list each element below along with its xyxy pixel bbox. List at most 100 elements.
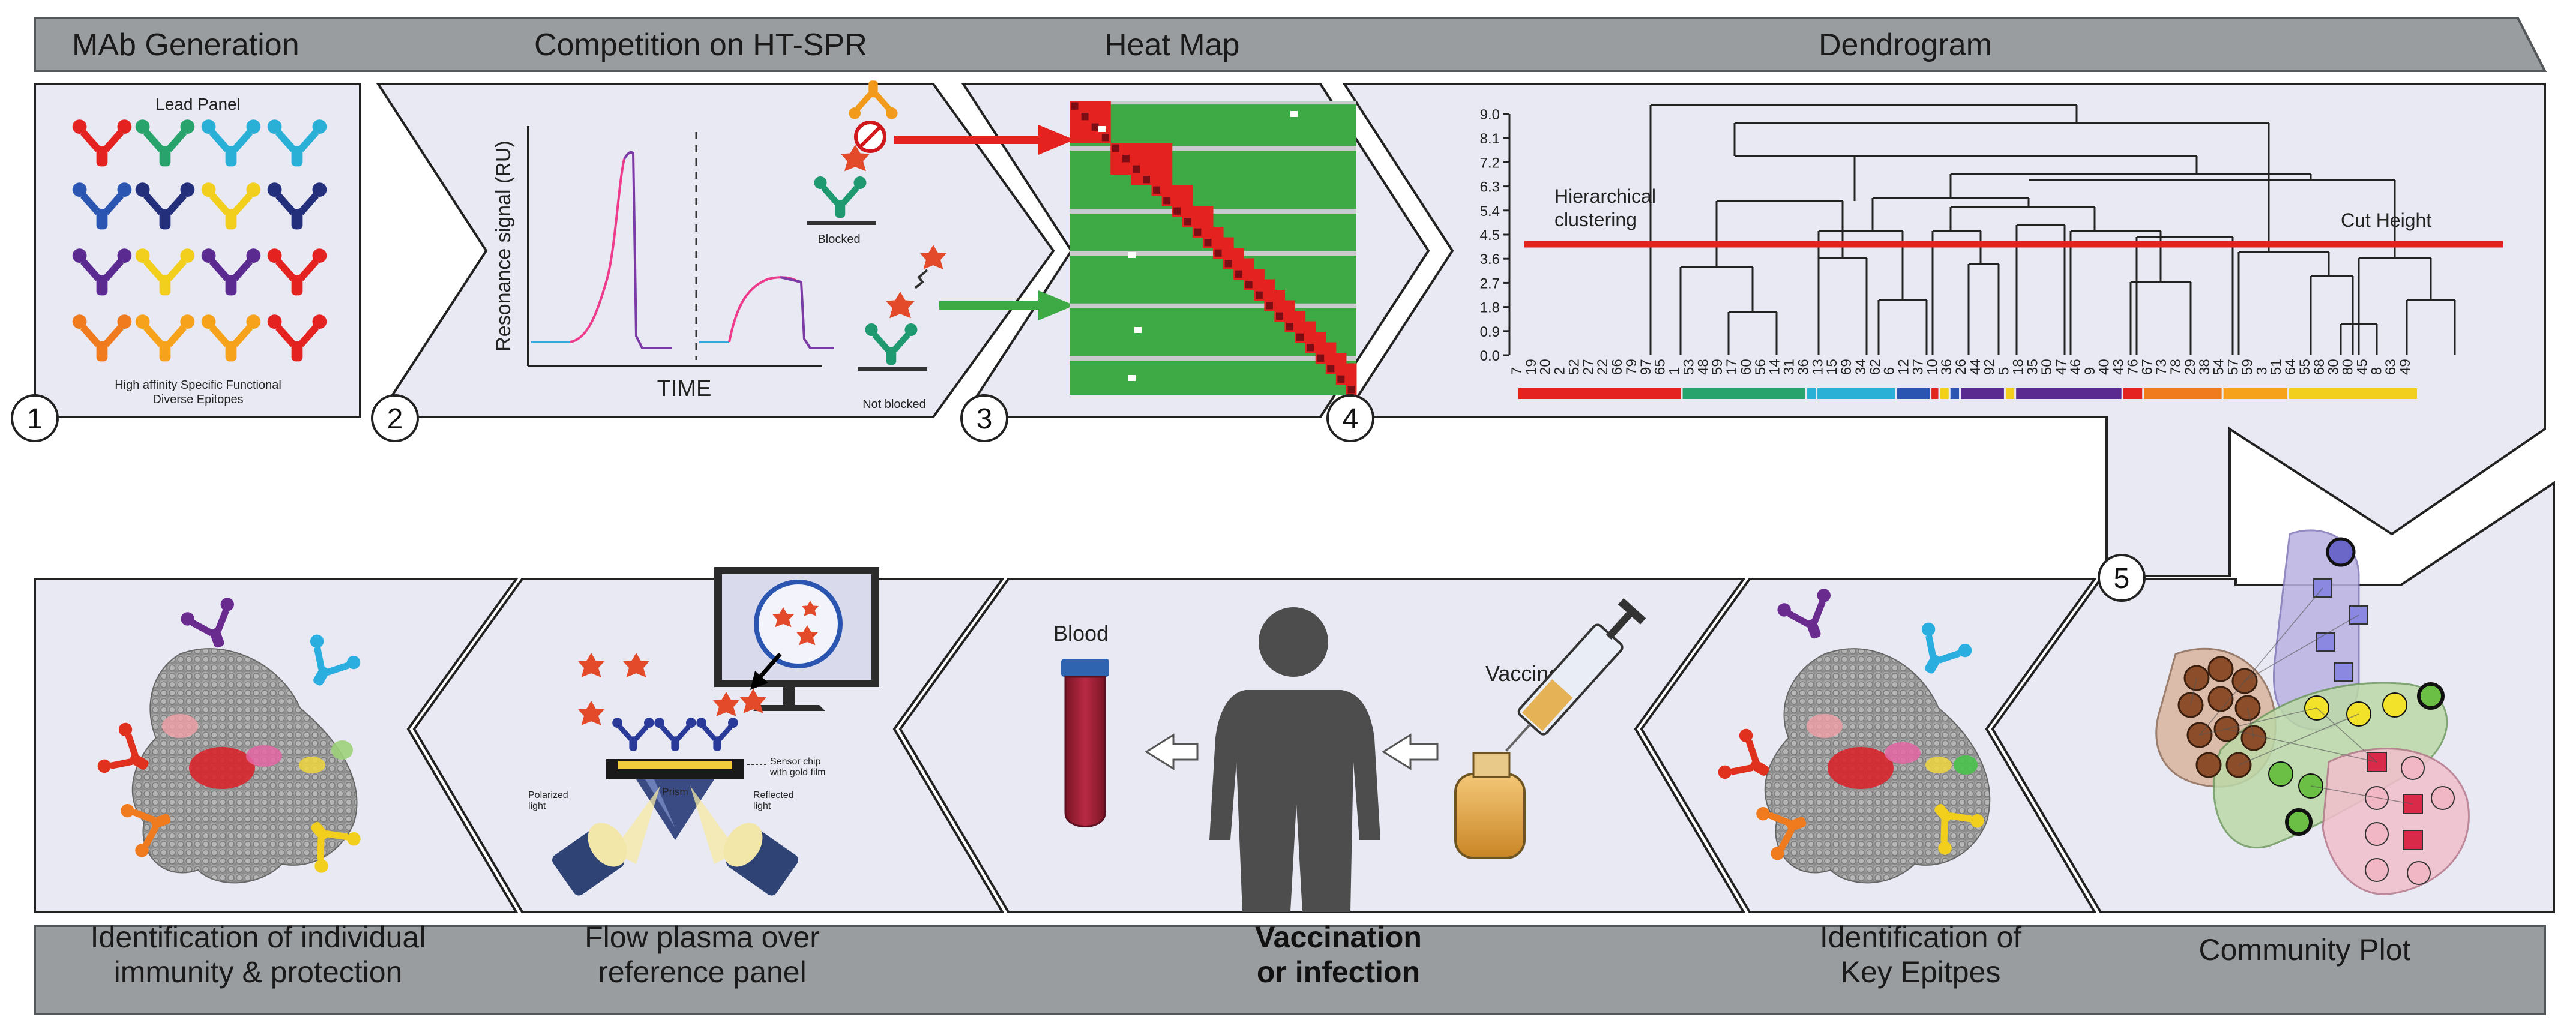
heat-map-cell — [1070, 111, 1080, 122]
heat-map-cell — [1274, 300, 1285, 311]
heat-map-cell — [1202, 206, 1214, 217]
heat-map-cell — [1346, 374, 1357, 385]
mab-caption-line1: High affinity Specific Functional — [115, 379, 281, 392]
header-dendrogram: Dendrogram — [1819, 28, 1992, 62]
step-circle-1 — [11, 394, 59, 442]
step-number-3: 3 — [977, 403, 993, 435]
lead-panel-title: Lead Panel — [155, 95, 241, 113]
dendrogram-leaf-label: 49 — [2397, 359, 2413, 375]
dendrogram-leaf-label: 31 — [1781, 359, 1798, 375]
dendrogram-leaf-label: 67 — [2139, 359, 2155, 375]
cluster-segment-blue — [1897, 388, 1930, 399]
heat-map-white-cell — [1290, 111, 1298, 117]
step-number-4: 4 — [1343, 403, 1359, 435]
dendrogram-leaf-label: 14 — [1767, 359, 1783, 375]
heat-map-cell — [1213, 237, 1224, 248]
dendrogram-y-axis: 9.08.17.26.35.44.53.62.71.80.90.0 — [1480, 107, 1511, 364]
community-node-pink — [2403, 830, 2423, 850]
community-node-brown — [2195, 752, 2222, 778]
cluster-segment-cyan — [1807, 388, 1816, 399]
heat-map-cell — [1141, 143, 1152, 154]
heat-map-cell — [1161, 164, 1173, 175]
bottom-header-2-line-1: or infection — [1257, 955, 1420, 989]
panel-dendrogram — [1342, 83, 2546, 577]
heat-map-cell — [1202, 227, 1214, 238]
step-number-2: 2 — [387, 403, 403, 435]
dendrogram-leaf-label: 57 — [2225, 359, 2242, 375]
heat-map-diagonal-cell — [1286, 323, 1294, 331]
dendrogram-leaf-label: 15 — [1824, 359, 1840, 375]
heat-map-diagonal-cell — [1347, 386, 1355, 394]
dendrogram-leaf-label: 48 — [1695, 359, 1711, 375]
arrow-to-blood — [1145, 733, 1199, 770]
heat-map-cell — [1100, 111, 1111, 122]
cluster-segment-yellow — [2005, 388, 2015, 399]
heat-map-diagonal-cell — [1132, 165, 1140, 173]
community-node-purple — [2334, 662, 2353, 682]
dendrogram-leaf-label: 29 — [2182, 359, 2198, 375]
dendrogram-leaf-label: 10 — [1924, 359, 1940, 375]
hierarchical-clustering-line2: clustering — [1554, 209, 1637, 230]
heat-map-cell — [1223, 248, 1234, 259]
step-circle-4 — [1326, 394, 1374, 442]
heat-map-cell — [1121, 143, 1131, 154]
prism-label: Prism — [662, 786, 688, 797]
bottom-header-3-line-0: Identification of — [1820, 920, 2021, 954]
heat-map-diagonal-cell — [1081, 113, 1089, 121]
dendrogram-y-tick-label: 3.6 — [1480, 251, 1500, 268]
heat-map-diagonal-cell — [1091, 123, 1099, 131]
sensor-chip-label-line2: with gold film — [769, 767, 825, 778]
heat-map-cell — [1090, 111, 1101, 122]
cluster-segment-orange — [2144, 388, 2222, 399]
dendrogram-leaf-label: 27 — [1580, 359, 1596, 375]
heat-map-white-cell — [1128, 252, 1136, 258]
heat-map-top-band — [1070, 101, 1356, 105]
dendrogram-leaf-label: 17 — [1724, 359, 1740, 375]
dendrogram-leaf-label: 13 — [1810, 359, 1826, 375]
heat-map-diagonal-cell — [1184, 218, 1191, 226]
dendrogram-y-tick-label: 8.1 — [1480, 131, 1500, 147]
bottom-header-3-line-1: Key Epitpes — [1841, 955, 2001, 989]
heat-map-cell — [1161, 143, 1173, 154]
community-edge — [2310, 785, 2413, 805]
heat-map-diagonal-cell — [1214, 249, 1222, 257]
blocked-antibody-stack — [807, 80, 898, 225]
heat-map-cell — [1151, 164, 1163, 175]
heat-map-diagonal-cell — [1153, 186, 1161, 194]
dendrogram-leaf-label: 92 — [1982, 359, 1998, 375]
bottom-header-4-line-0: Community Plot — [2199, 933, 2411, 967]
heat-map-cell — [1192, 216, 1203, 227]
heat-map-cell — [1315, 332, 1326, 343]
dendrogram-leaf-label: 37 — [1910, 359, 1926, 375]
heat-map-diagonal-cell — [1173, 207, 1181, 215]
blood-tube — [1061, 659, 1109, 827]
heat-map-diagonal-cell — [1071, 102, 1079, 110]
cluster-segment-yellow — [1940, 388, 1949, 399]
reflected-light-line2: light — [753, 801, 771, 811]
dendrogram-leaf-label: 38 — [2197, 359, 2213, 375]
dendrogram-leaf-label: 45 — [2354, 359, 2370, 375]
competition-heat-map — [1070, 101, 1357, 395]
header-heat-map: Heat Map — [1104, 28, 1239, 62]
dendrogram-leaf-label: 64 — [2283, 359, 2299, 375]
spr-sensorgram — [527, 126, 834, 367]
dendrogram-leaf-label: 50 — [2039, 359, 2055, 375]
not-blocked-label: Not blocked — [862, 398, 926, 411]
heat-map-cell — [1254, 269, 1265, 280]
community-node-pink — [2431, 786, 2455, 810]
dendrogram-leaf-label: 44 — [1967, 359, 1984, 375]
panel-competition — [376, 83, 1055, 418]
cluster-segment-green — [1682, 388, 1805, 399]
heat-map-cell — [1080, 132, 1091, 143]
step-circle-2 — [371, 394, 419, 442]
heat-map-diagonal-cell — [1235, 270, 1242, 278]
dendrogram-y-tick-label: 4.5 — [1480, 227, 1500, 244]
heat-map-cell — [1213, 227, 1224, 238]
heat-map-cell — [1151, 153, 1163, 164]
sensor-chip-label-line1: Sensor chip — [770, 757, 821, 767]
dendrogram-leaf-label: 7 — [1509, 367, 1525, 375]
dendrogram-leaf-label: 1 — [1667, 367, 1683, 375]
dendrogram-leaf-label: 20 — [1538, 359, 1554, 375]
heat-map-diagonal-cell — [1112, 144, 1119, 152]
